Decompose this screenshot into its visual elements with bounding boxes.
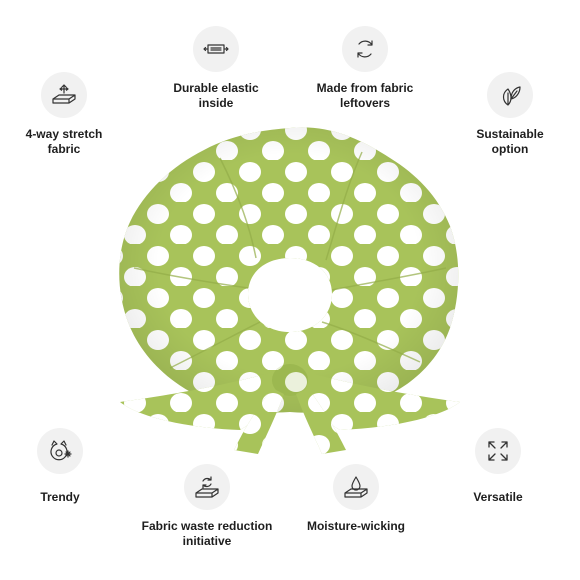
elastic-band-icon: [193, 26, 239, 72]
feature-stretch: 4-way stretch fabric: [14, 72, 114, 157]
feature-versatile: Versatile: [452, 428, 544, 505]
feature-trendy: Trendy: [14, 428, 106, 505]
scrunchie-bow: [120, 364, 460, 454]
feature-stretch-line2: fabric: [47, 142, 81, 156]
feature-sustainable-line1: Sustainable: [476, 127, 544, 141]
four-way-arrows-icon: [41, 72, 87, 118]
feature-moisture-line1: Moisture-wicking: [306, 519, 405, 533]
fabric-recycle-icon: [184, 464, 230, 510]
feature-leftovers-line1: Made from fabric: [316, 81, 414, 95]
feature-sustainable: Sustainable option: [460, 72, 560, 157]
feature-elastic-line2: inside: [198, 96, 234, 110]
feature-elastic: Durable elastic inside: [166, 26, 266, 111]
water-drop-fabric-icon: [333, 464, 379, 510]
feature-waste-line1: Fabric waste reduction: [141, 519, 273, 533]
feature-waste-reduction: Fabric waste reduction initiative: [134, 464, 280, 549]
feature-stretch-line1: 4-way stretch: [25, 127, 103, 141]
cat-sparkle-icon: [37, 428, 83, 474]
feature-elastic-line1: Durable elastic: [173, 81, 259, 95]
feature-versatile-line1: Versatile: [473, 490, 523, 504]
feature-waste-line2: initiative: [182, 534, 232, 548]
feature-sustainable-line2: option: [491, 142, 529, 156]
expand-arrows-icon: [475, 428, 521, 474]
recycle-arrows-icon: [342, 26, 388, 72]
scrunchie-image: [119, 127, 460, 454]
feature-moisture: Moisture-wicking: [298, 464, 414, 534]
feature-leftovers-line2: leftovers: [339, 96, 391, 110]
feature-leftovers: Made from fabric leftovers: [305, 26, 425, 111]
leaf-icon: [487, 72, 533, 118]
feature-trendy-line1: Trendy: [40, 490, 80, 504]
